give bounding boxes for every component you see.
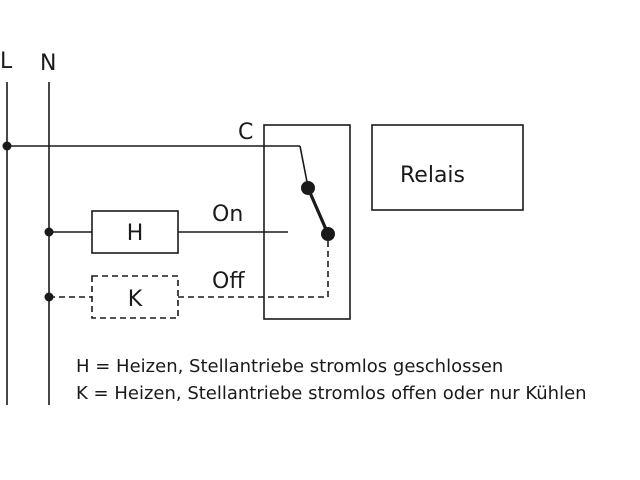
phase-label: L [0,49,13,74]
neutral-label: N [40,51,56,76]
legend-heater: H = Heizen, Stellantriebe stromlos gesch… [76,356,504,377]
on-label: On [212,202,243,227]
switch-enclosure [263,124,351,320]
relay-box [371,124,524,211]
switch-blade [306,187,330,235]
relay-label: Relais [400,163,465,188]
legend-cooler: K = Heizen, Stellantriebe stromlos offen… [76,383,587,404]
off-label: Off [212,269,245,294]
common-label: C [238,120,253,145]
off-contact [321,227,335,241]
heater-label: H [127,221,144,246]
common-lead [299,145,309,188]
cooler-box [91,275,179,319]
cooler-label: K [128,287,143,312]
